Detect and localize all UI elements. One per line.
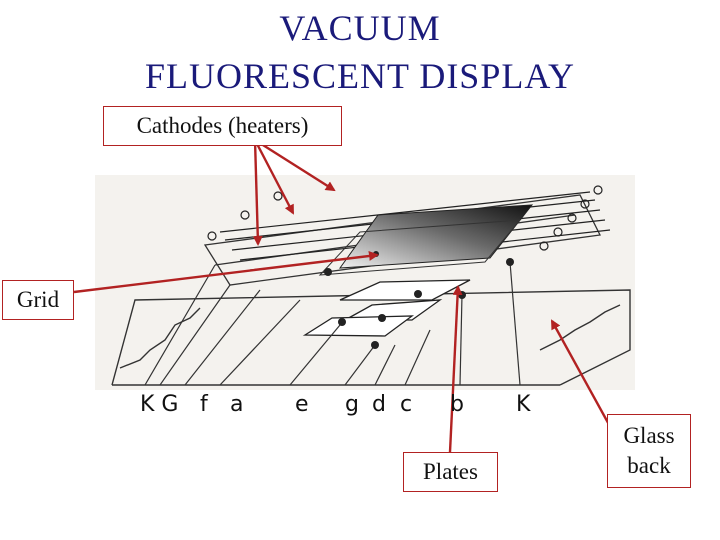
cathodes-label-box: Cathodes (heaters) (103, 106, 342, 146)
pin-label-f: f (200, 392, 208, 417)
pin-leads (144, 261, 521, 386)
back-label: back (627, 453, 671, 478)
arrow-glass (550, 319, 614, 431)
arrow-cathode-2 (253, 139, 295, 215)
plates-label: Plates (423, 459, 478, 484)
grid-frame (318, 219, 522, 276)
plates-label-box: Plates (403, 452, 498, 492)
pin-label-g: g (345, 392, 359, 417)
grid-label-box: Grid (2, 280, 74, 320)
pin-label-b: b (450, 392, 464, 417)
pin-label-kg: K G (140, 392, 179, 417)
pin-label-a: a (230, 392, 244, 417)
illustration-background (95, 175, 635, 390)
glass-base (111, 289, 631, 386)
pin-label-e: e (295, 392, 309, 417)
anode-window (338, 204, 534, 269)
pin-label-d: d (372, 392, 386, 417)
arrow-cathode-1 (252, 139, 263, 246)
arrow-cathode-3 (254, 138, 336, 192)
pin-label-k: K (516, 392, 531, 417)
filament-springs (207, 185, 603, 251)
arrow-grid (73, 251, 379, 294)
glass-label: Glass (623, 423, 675, 448)
title-line-2: FLUORESCENT DISPLAY (144, 56, 576, 96)
contact-dots (324, 251, 514, 349)
annotation-arrows (73, 138, 614, 453)
pin-label-c: c (400, 392, 413, 417)
segment-plates (302, 279, 471, 337)
arrow-plates (448, 285, 463, 453)
cathodes-label: Cathodes (heaters) (136, 113, 309, 138)
title-line-1: VACUUM (279, 8, 441, 48)
grid-label: Grid (16, 287, 60, 312)
glass-back-label-box: Glass back (607, 414, 691, 488)
